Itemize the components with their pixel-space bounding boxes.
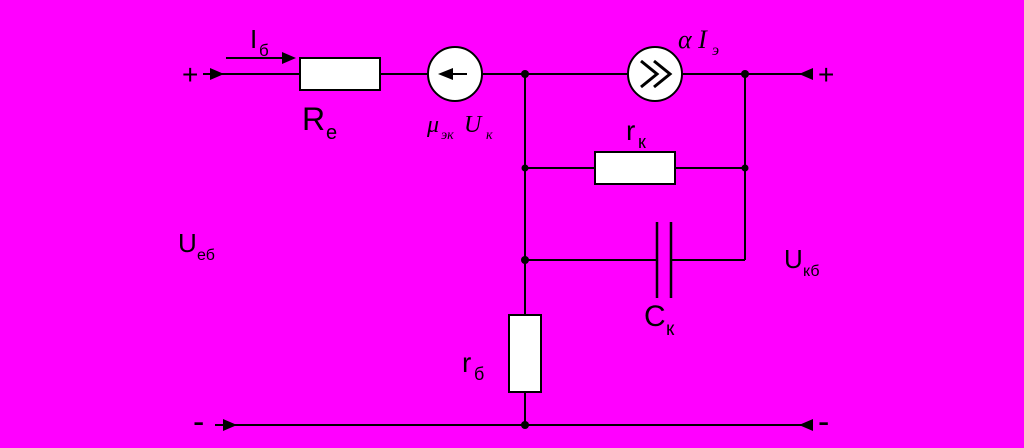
top-right-arrowhead-icon: [799, 68, 813, 80]
label-ib-main: I: [250, 24, 257, 54]
label-ib-sub: б: [259, 41, 269, 60]
label-vsource-mu: μ: [426, 112, 439, 138]
label-isource-main: α I: [678, 25, 708, 54]
label-ck-sub: к: [666, 319, 675, 340]
terminal-plus-left: +: [182, 59, 198, 90]
label-rk-sub: к: [638, 132, 646, 152]
label-rb-sub: б: [474, 364, 484, 384]
label-rk-main: r: [626, 115, 635, 146]
label-rb-main: r: [462, 347, 471, 378]
bottom-right-arrowhead-icon: [799, 419, 813, 431]
junction-dot: [521, 70, 529, 78]
junction-dot: [741, 164, 749, 172]
label-vsource-mu-sub: эк: [441, 128, 454, 143]
label-re-main: R: [302, 101, 325, 137]
label-ukb-sub: кб: [803, 263, 820, 280]
junction-dot: [521, 421, 529, 429]
label-ueb-main: U: [178, 228, 197, 258]
current-source-chevron-icon: [653, 59, 673, 89]
label-ck-main: C: [644, 300, 666, 333]
terminal-plus-right: +: [818, 59, 834, 90]
label-vsource-u: U: [464, 112, 483, 138]
label-re-sub: е: [326, 122, 337, 144]
resistor-re: [299, 57, 381, 91]
label-ukb-main: U: [784, 244, 803, 274]
junction-dot: [521, 164, 529, 172]
junction-dot: [521, 256, 529, 264]
resistor-rk: [594, 151, 676, 185]
terminal-minus-left: -: [193, 403, 204, 441]
ib-arrowhead-icon: [282, 52, 296, 64]
label-vsource-u-sub: к: [486, 128, 493, 143]
bottom-left-arrowhead-icon: [223, 419, 237, 431]
label-isource-sub: э: [712, 42, 719, 59]
junction-dot: [741, 70, 749, 78]
label-ueb-sub: еб: [197, 247, 215, 264]
current-direction-arrow-icon: [210, 68, 224, 80]
current-source-chevron-icon: [640, 59, 660, 89]
voltage-source-arrowhead-icon: [438, 68, 453, 80]
resistor-rb: [508, 314, 542, 393]
terminal-minus-right: -: [818, 403, 829, 441]
